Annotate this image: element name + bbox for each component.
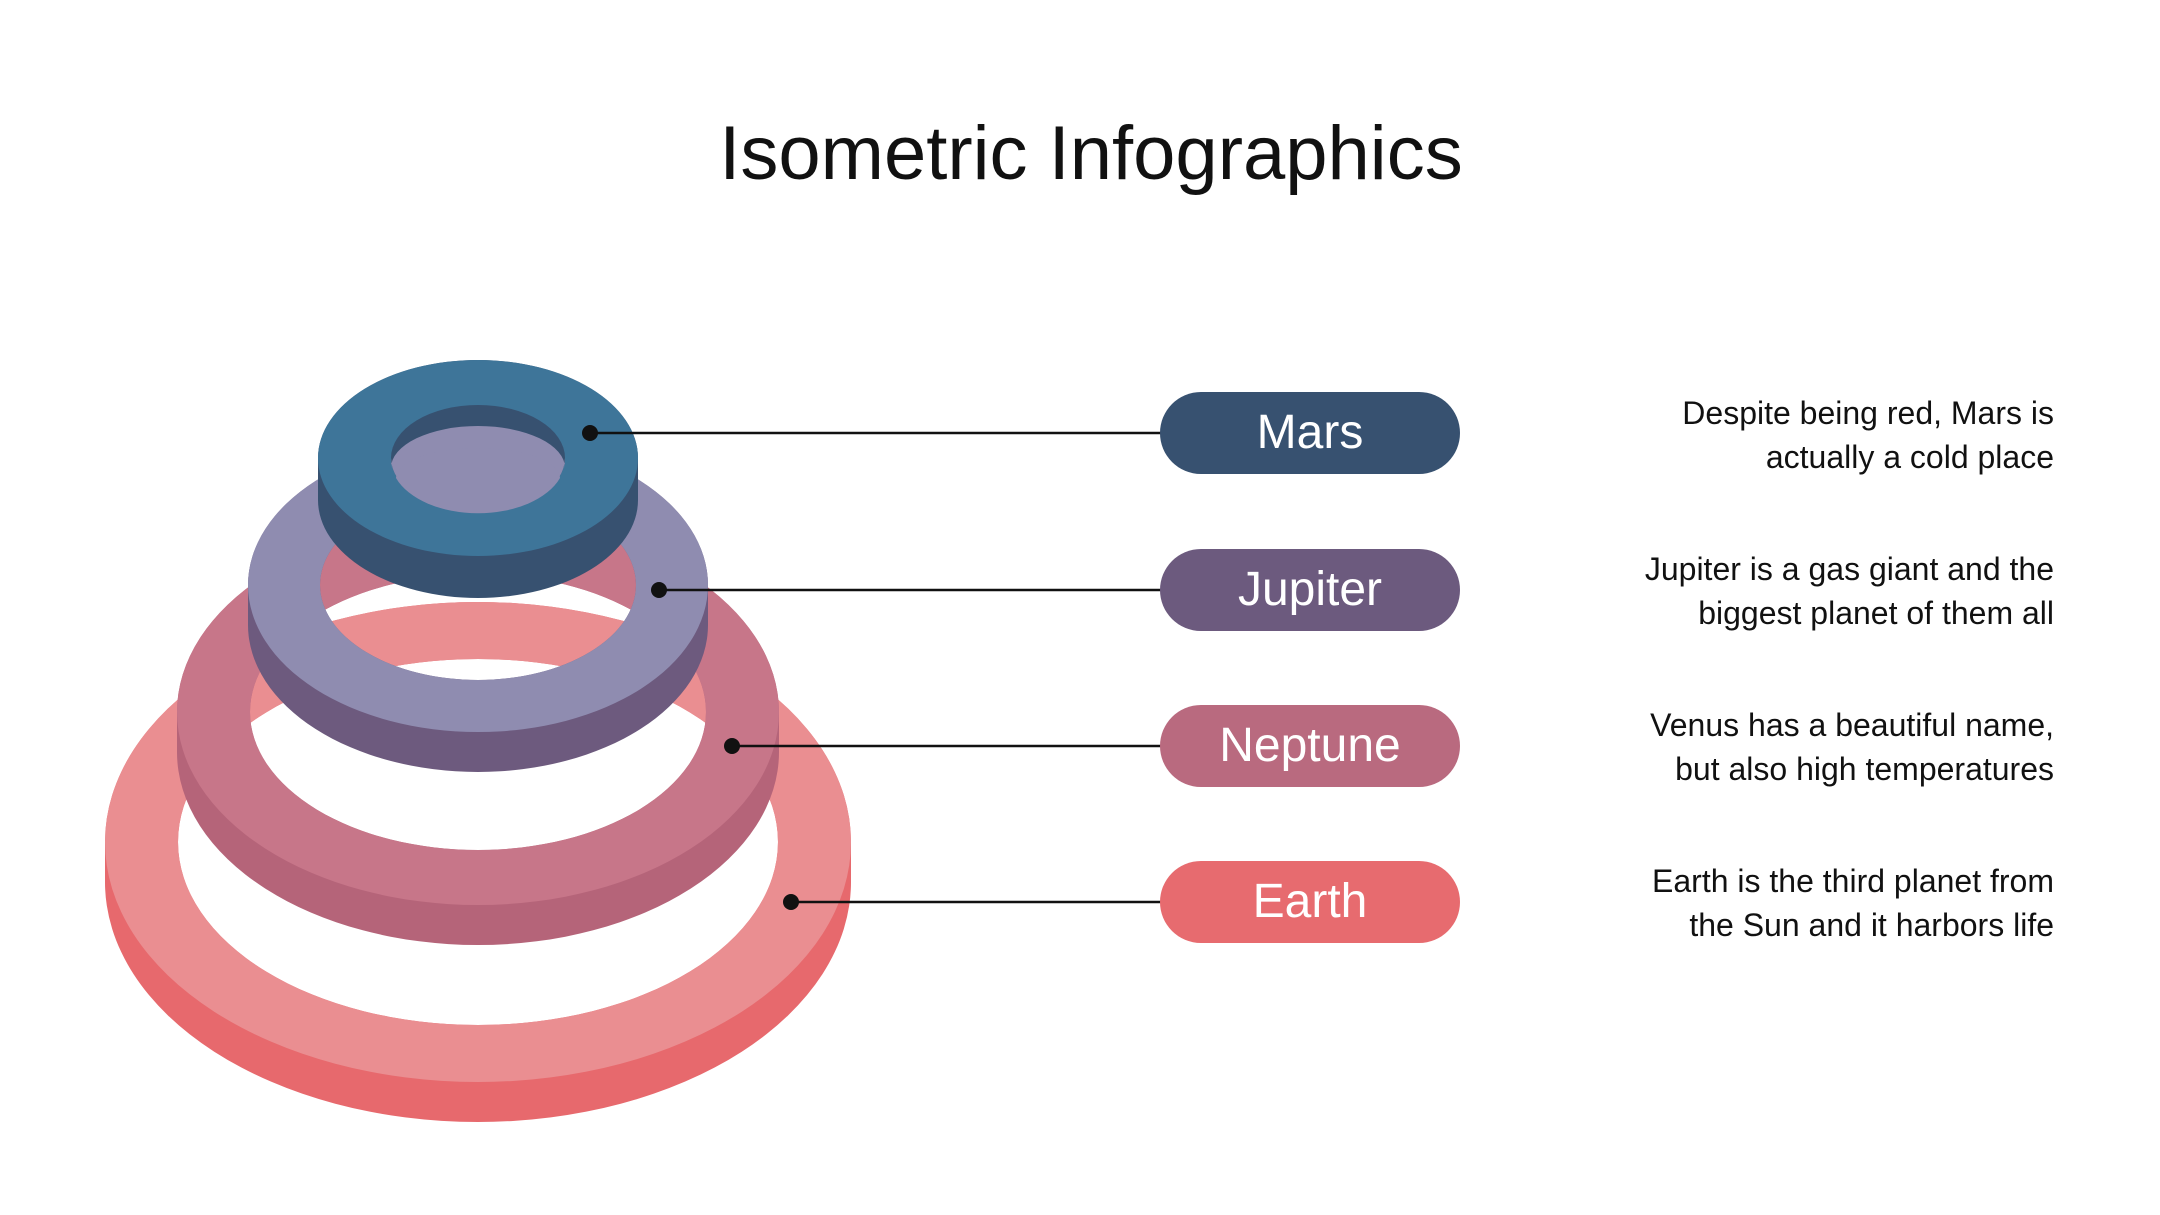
mars-description-line-1: Despite being red, Mars is bbox=[1682, 395, 2054, 431]
earth-ring bbox=[105, 602, 851, 1122]
earth-label-pill: Earth bbox=[1160, 861, 1460, 943]
neptune-description-line-1: Venus has a beautiful name, bbox=[1650, 707, 2054, 743]
jupiter-label-pill: Jupiter bbox=[1160, 549, 1460, 631]
mars-description: Despite being red, Mars is actually a co… bbox=[1540, 391, 2054, 479]
mars-connector bbox=[582, 425, 1162, 441]
mars-description-line-2: actually a cold place bbox=[1765, 439, 2054, 475]
jupiter-description-line-1: Jupiter is a gas giant and the bbox=[1644, 551, 2054, 587]
mars-label-pill: Mars bbox=[1160, 392, 1460, 474]
jupiter-description-line-2: biggest planet of them all bbox=[1698, 595, 2054, 631]
mars-dot bbox=[582, 425, 598, 441]
earth-description-line-1: Earth is the third planet from bbox=[1652, 863, 2054, 899]
neptune-description-line-2: but also high temperatures bbox=[1675, 751, 2054, 787]
neptune-description: Venus has a beautiful name, but also hig… bbox=[1540, 703, 2054, 791]
earth-connector bbox=[783, 894, 1162, 910]
jupiter-connector bbox=[651, 582, 1162, 598]
neptune-ring bbox=[177, 519, 779, 945]
earth-description-line-2: the Sun and it harbors life bbox=[1689, 907, 2054, 943]
earth-description: Earth is the third planet from the Sun a… bbox=[1540, 859, 2054, 947]
jupiter-dot bbox=[651, 582, 667, 598]
jupiter-description: Jupiter is a gas giant and the biggest p… bbox=[1540, 547, 2054, 635]
neptune-dot bbox=[724, 738, 740, 754]
neptune-label-pill: Neptune bbox=[1160, 705, 1460, 787]
earth-dot bbox=[783, 894, 799, 910]
mars-ring bbox=[317, 359, 638, 598]
neptune-connector bbox=[724, 738, 1162, 754]
page-title: Isometric Infographics bbox=[719, 111, 1463, 196]
